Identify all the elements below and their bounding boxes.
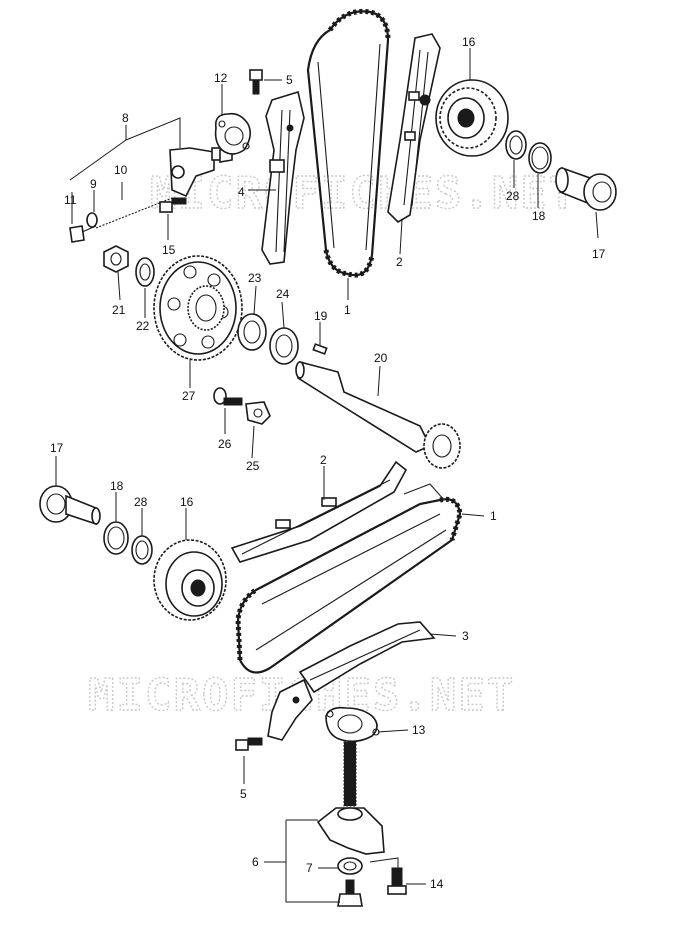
chain-guide-top xyxy=(387,33,441,224)
gasket-12 xyxy=(214,112,252,155)
callout-24: 24 xyxy=(276,287,290,301)
callout-22: 22 xyxy=(136,319,150,333)
callout-15: 15 xyxy=(162,243,176,257)
callout-27: 27 xyxy=(182,389,196,403)
pin-19 xyxy=(312,343,328,355)
callout-16-top: 16 xyxy=(462,35,476,49)
callout-2-top: 2 xyxy=(396,255,403,269)
nut-21 xyxy=(103,245,129,273)
leader-lines xyxy=(55,48,599,903)
tensioner-arm-4 xyxy=(261,90,305,265)
callout-6: 6 xyxy=(252,855,259,869)
callout-16-bottom: 16 xyxy=(180,495,194,509)
callout-10: 10 xyxy=(114,163,128,177)
bearing-24 xyxy=(269,327,299,365)
callout-9: 9 xyxy=(90,177,97,191)
cam-chain-bottom xyxy=(235,496,463,674)
cam-sprocket-top xyxy=(419,79,509,157)
washer-9 xyxy=(86,212,98,228)
callout-28-bottom: 28 xyxy=(134,495,148,509)
callout-21: 21 xyxy=(112,303,126,317)
watermark-top: MICROFICHES.NET xyxy=(150,168,577,219)
callout-17-bottom: 17 xyxy=(50,441,64,455)
bolt-15 xyxy=(159,197,187,213)
callout-13: 13 xyxy=(412,723,426,737)
callout-4: 4 xyxy=(238,185,245,199)
cam-chain-top xyxy=(306,8,391,278)
shaft-20 xyxy=(295,360,461,469)
callout-28-top: 28 xyxy=(506,189,520,203)
tensioner-adjuster-bottom xyxy=(316,741,385,855)
bolt-11 xyxy=(69,225,97,243)
callout-11: 11 xyxy=(64,193,77,207)
chain-guide-bottom xyxy=(230,460,408,563)
bolt-5-top xyxy=(249,69,263,95)
bearing-23 xyxy=(237,313,267,351)
idler-gear-27 xyxy=(153,255,243,361)
callout-1-top: 1 xyxy=(344,303,351,317)
callout-19: 19 xyxy=(314,309,328,323)
callout-26: 26 xyxy=(218,437,232,451)
callout-18-top: 18 xyxy=(532,209,546,223)
bolt-26 xyxy=(213,387,243,406)
bolt-5-bottom xyxy=(235,737,263,751)
washer-28-bottom xyxy=(131,535,153,565)
callout-12: 12 xyxy=(214,71,228,85)
washer-22 xyxy=(135,257,155,287)
callout-3: 3 xyxy=(462,629,469,643)
cam-shaft-17-bottom xyxy=(39,485,101,526)
washer-7 xyxy=(337,857,363,875)
callout-17-top: 17 xyxy=(592,247,606,261)
callout-1-bottom: 1 xyxy=(490,509,497,523)
tensioner-bracket-bottom xyxy=(267,678,313,741)
callout-7: 7 xyxy=(306,861,313,875)
tensioner-guide-3 xyxy=(298,621,436,694)
callout-20: 20 xyxy=(374,351,388,365)
gasket-13 xyxy=(325,706,380,743)
callout-14: 14 xyxy=(430,877,444,891)
callout-5-top: 5 xyxy=(286,73,293,87)
cam-sprocket-bottom xyxy=(153,539,227,621)
cam-shaft-17-top xyxy=(555,166,617,211)
washer-28-top xyxy=(505,130,527,160)
callout-5-bottom: 5 xyxy=(240,787,247,801)
plate-25 xyxy=(245,401,271,425)
bolt-14 xyxy=(387,867,407,895)
callout-2-bottom: 2 xyxy=(320,453,327,467)
callout-25: 25 xyxy=(246,459,260,473)
callout-labels: 1 1 2 2 3 4 5 5 6 7 8 9 10 11 12 13 14 1… xyxy=(50,35,606,891)
bolt-6-bottom xyxy=(337,879,363,907)
callout-23: 23 xyxy=(248,271,262,285)
callout-18-bottom: 18 xyxy=(110,479,124,493)
callout-8: 8 xyxy=(122,111,129,125)
